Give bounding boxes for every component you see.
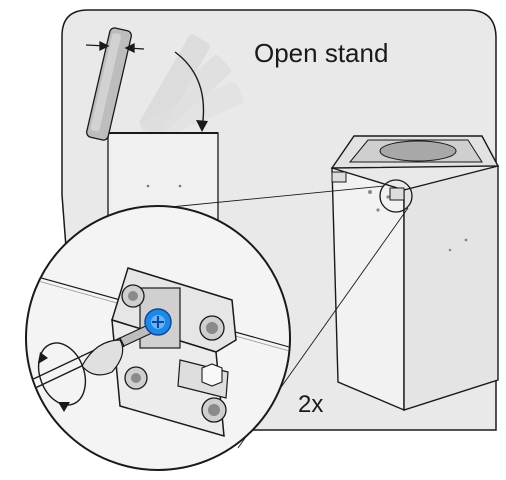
back-stand-unit: [107, 132, 219, 224]
step-caption: Open stand: [254, 38, 388, 68]
magnified-inset: [25, 205, 291, 471]
hinge-plate: [111, 267, 237, 438]
thickness-arrows-icon: [85, 40, 145, 54]
opened-lid: [86, 27, 132, 141]
speaker-device: [330, 135, 500, 412]
ghost-lid-positions: [139, 34, 244, 144]
rotate-arrows-icon: [37, 342, 87, 412]
speaker-grille: [379, 140, 457, 162]
screwdriver-icon: [27, 323, 155, 399]
open-arc-arrow-icon: [174, 51, 208, 132]
hinge-highlight-circle: [379, 179, 413, 213]
multiplier-label: 2x: [298, 391, 323, 418]
hinge-notches: [331, 171, 405, 201]
screw-icon: [144, 308, 172, 336]
